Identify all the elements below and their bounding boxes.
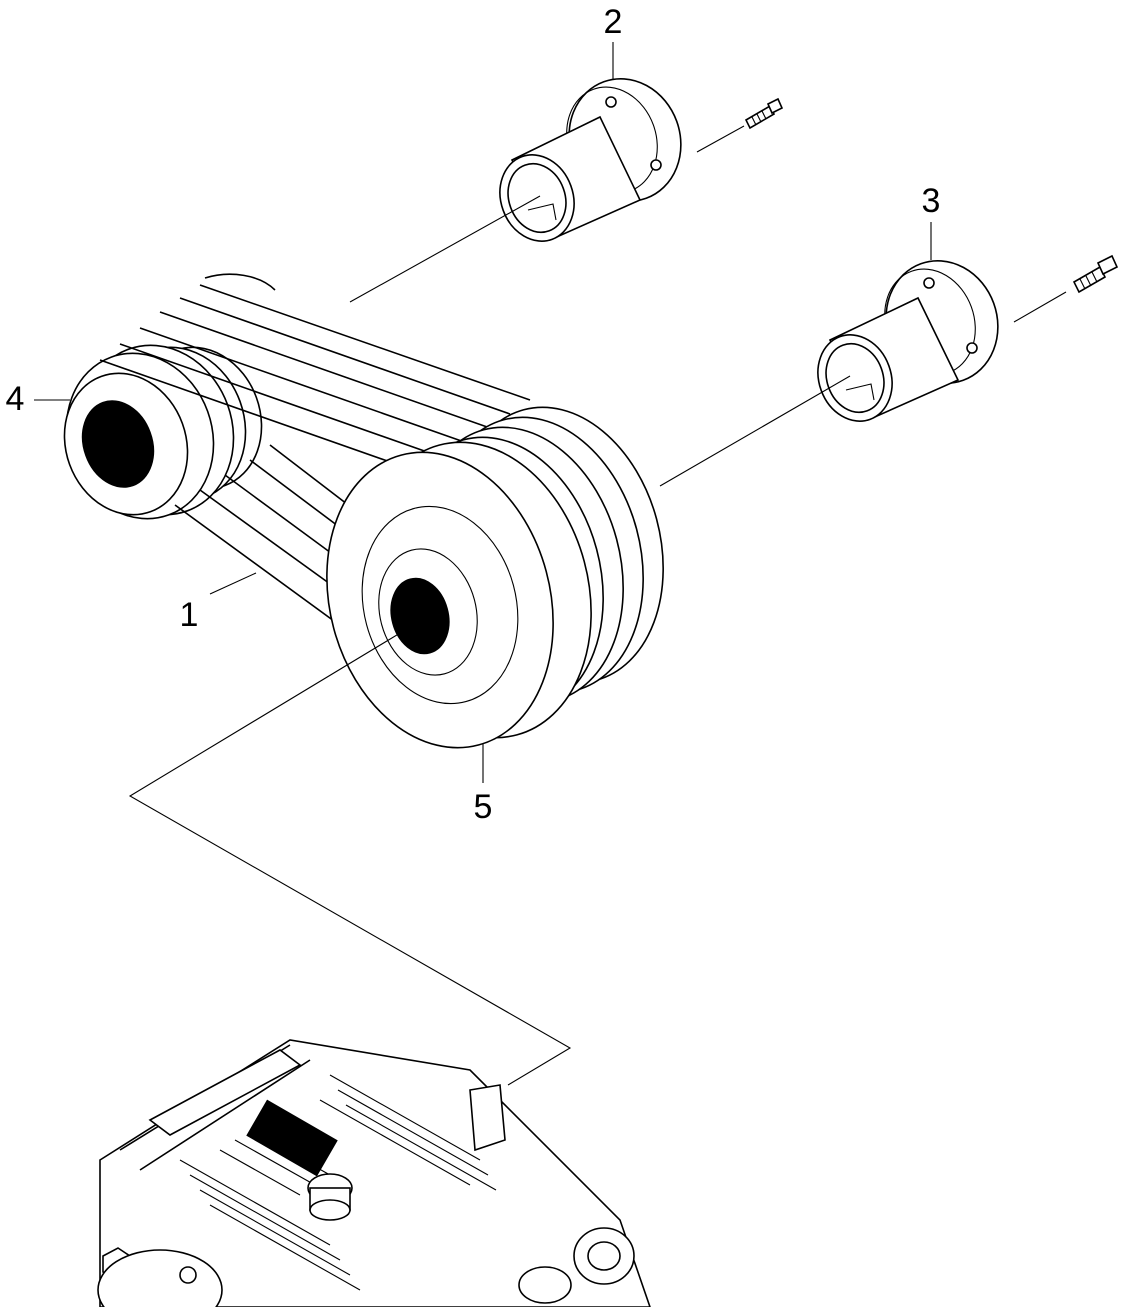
small-pulley-part-4	[63, 344, 263, 520]
pump-housing	[97, 1039, 651, 1307]
large-pulley-part-5	[326, 406, 664, 749]
bushing-part-3	[817, 254, 1119, 422]
callout-4: 4	[6, 380, 25, 418]
screw-part-2	[744, 97, 784, 130]
housing-fins	[179, 1074, 497, 1291]
callout-2: 2	[604, 3, 623, 41]
screw-part-3	[1072, 254, 1119, 294]
assembly-lines	[128, 195, 851, 1086]
bushing-part-2	[499, 77, 784, 242]
callout-5: 5	[474, 788, 493, 826]
callout-leaders	[34, 42, 932, 783]
callout-1: 1	[180, 596, 199, 634]
callout-3: 3	[922, 182, 941, 220]
